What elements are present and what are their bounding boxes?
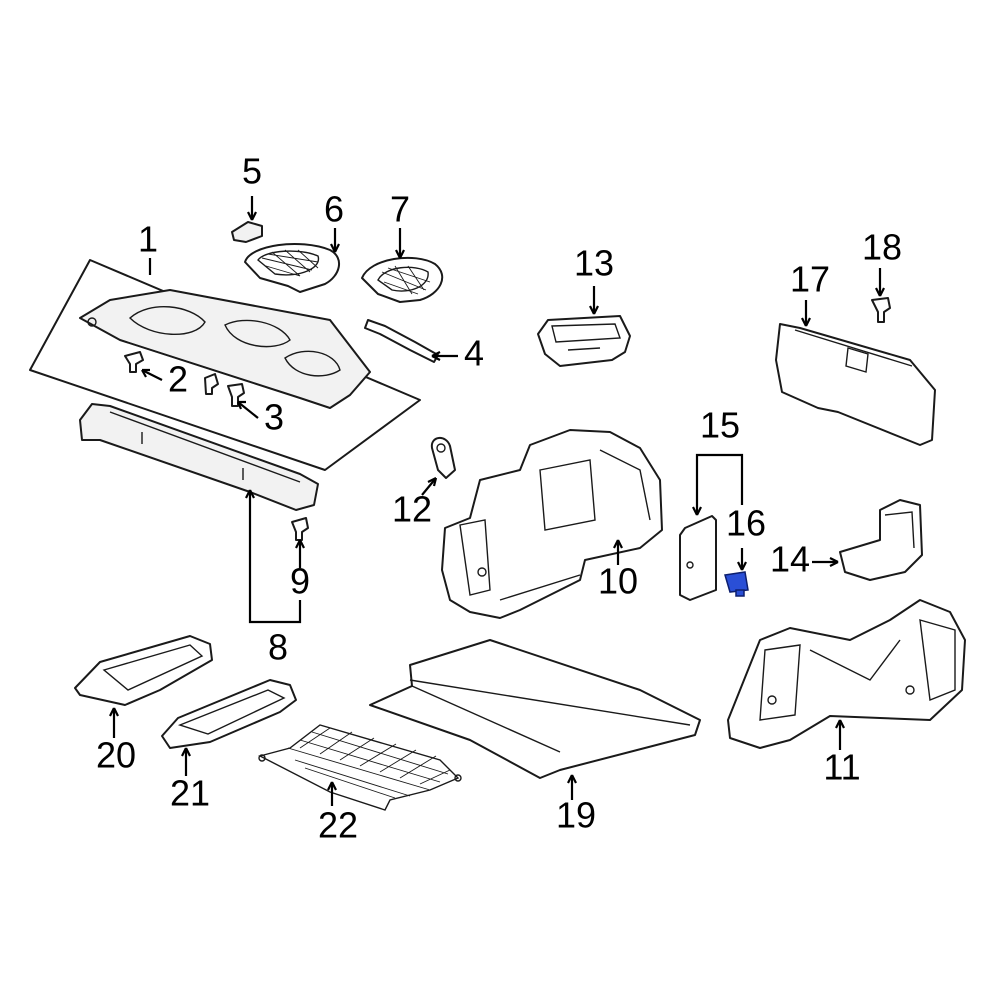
part-1-package-tray[interactable] — [29, 259, 421, 471]
part-2-clip[interactable] — [124, 351, 144, 373]
callout-4: 4 — [464, 333, 484, 374]
callout-9: 9 — [290, 561, 310, 602]
part-6-speaker-grille[interactable] — [244, 243, 340, 293]
callout-11: 11 — [823, 747, 860, 788]
callout-3: 3 — [264, 397, 284, 438]
callout-2: 2 — [168, 359, 188, 400]
part-21-side-cover[interactable] — [161, 679, 297, 749]
callout-6: 6 — [324, 189, 344, 230]
callout-5: 5 — [242, 151, 262, 192]
part-4-weatherstrip[interactable] — [364, 319, 439, 363]
callout-15: 15 — [700, 405, 740, 446]
part-13-tray[interactable] — [537, 315, 631, 367]
callout-1: 1 — [138, 219, 158, 260]
part-5-cap[interactable] — [231, 221, 263, 243]
part-18-push-pin[interactable] — [871, 297, 891, 323]
part-7-speaker-grille[interactable] — [361, 256, 444, 303]
callout-17: 17 — [790, 259, 830, 300]
part-22-cargo-net[interactable] — [258, 724, 462, 811]
part-15-access-panel[interactable] — [679, 515, 717, 601]
callout-labels: 1 2 3 4 5 6 7 8 9 10 11 12 13 14 15 16 1… — [96, 151, 902, 846]
callout-19: 19 — [556, 795, 596, 836]
part-10-trunk-side-trim[interactable] — [441, 429, 663, 619]
callout-12: 12 — [392, 489, 432, 530]
part-19-floor-mat[interactable] — [369, 639, 701, 779]
callout-18: 18 — [862, 227, 902, 268]
callout-13: 13 — [574, 243, 614, 284]
callout-7: 7 — [390, 189, 410, 230]
callout-14: 14 — [770, 539, 810, 580]
callout-21: 21 — [170, 773, 210, 814]
callout-16: 16 — [726, 503, 766, 544]
part-2-3-pin[interactable] — [204, 373, 219, 395]
callout-22: 22 — [318, 805, 358, 846]
callout-8: 8 — [268, 627, 288, 668]
part-9-clip[interactable] — [291, 517, 309, 541]
part-20-side-cover[interactable] — [74, 635, 213, 706]
callout-20: 20 — [96, 735, 136, 776]
part-14-bracket[interactable] — [839, 499, 923, 581]
leader-lines — [109, 196, 885, 806]
part-17-trim-panel[interactable] — [775, 323, 936, 446]
part-8-rear-trim-panel[interactable] — [79, 403, 319, 511]
callout-10: 10 — [598, 561, 638, 602]
part-16-clip-highlighted[interactable] — [724, 571, 749, 597]
part-11-trunk-side-trim[interactable] — [727, 599, 966, 749]
part-12-hook[interactable] — [430, 437, 456, 479]
